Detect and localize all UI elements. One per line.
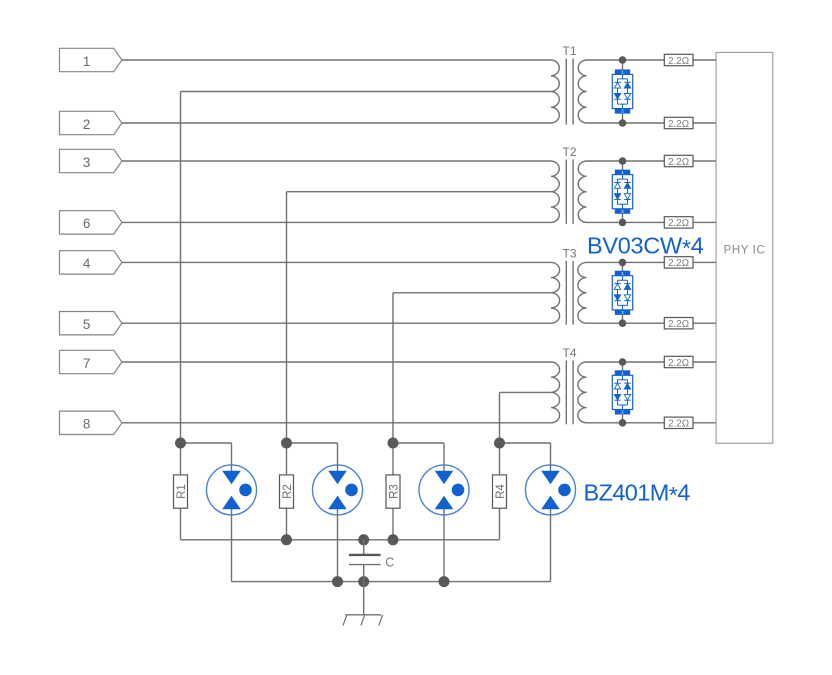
svg-text:1: 1	[621, 170, 624, 175]
svg-text:R1: R1	[176, 484, 188, 499]
svg-text:1: 1	[621, 371, 624, 376]
svg-text:2: 2	[621, 410, 624, 415]
svg-text:2: 2	[83, 117, 91, 132]
svg-text:C: C	[385, 555, 394, 569]
svg-text:2.2Ω: 2.2Ω	[668, 119, 689, 130]
svg-text:PHY IC: PHY IC	[724, 245, 766, 257]
svg-text:2.2Ω: 2.2Ω	[668, 157, 689, 168]
svg-text:2: 2	[621, 310, 624, 315]
svg-text:BV03CW*4: BV03CW*4	[587, 232, 704, 261]
svg-text:6: 6	[83, 216, 91, 231]
svg-text:2.2Ω: 2.2Ω	[668, 218, 689, 229]
svg-text:8: 8	[83, 417, 91, 432]
svg-text:1: 1	[83, 54, 91, 69]
svg-text:2.2Ω: 2.2Ω	[668, 319, 689, 330]
svg-text:T1: T1	[562, 44, 576, 58]
svg-text:T3: T3	[562, 246, 576, 260]
svg-text:2.2Ω: 2.2Ω	[668, 419, 689, 430]
svg-text:R2: R2	[282, 484, 294, 499]
svg-text:2.2Ω: 2.2Ω	[668, 258, 689, 269]
svg-text:2: 2	[621, 109, 624, 114]
svg-text:2: 2	[621, 209, 624, 214]
svg-text:T4: T4	[562, 346, 576, 360]
svg-text:4: 4	[83, 256, 91, 271]
svg-text:7: 7	[83, 356, 91, 371]
svg-text:1: 1	[621, 70, 624, 75]
svg-text:R3: R3	[388, 484, 400, 499]
svg-text:T2: T2	[562, 145, 576, 159]
svg-text:2.2Ω: 2.2Ω	[668, 56, 689, 67]
svg-text:R4: R4	[495, 484, 507, 499]
svg-text:2.2Ω: 2.2Ω	[668, 358, 689, 369]
svg-text:5: 5	[83, 317, 91, 332]
svg-text:BZ401M*4: BZ401M*4	[584, 480, 691, 509]
svg-text:3: 3	[83, 155, 91, 170]
svg-text:1: 1	[621, 271, 624, 276]
